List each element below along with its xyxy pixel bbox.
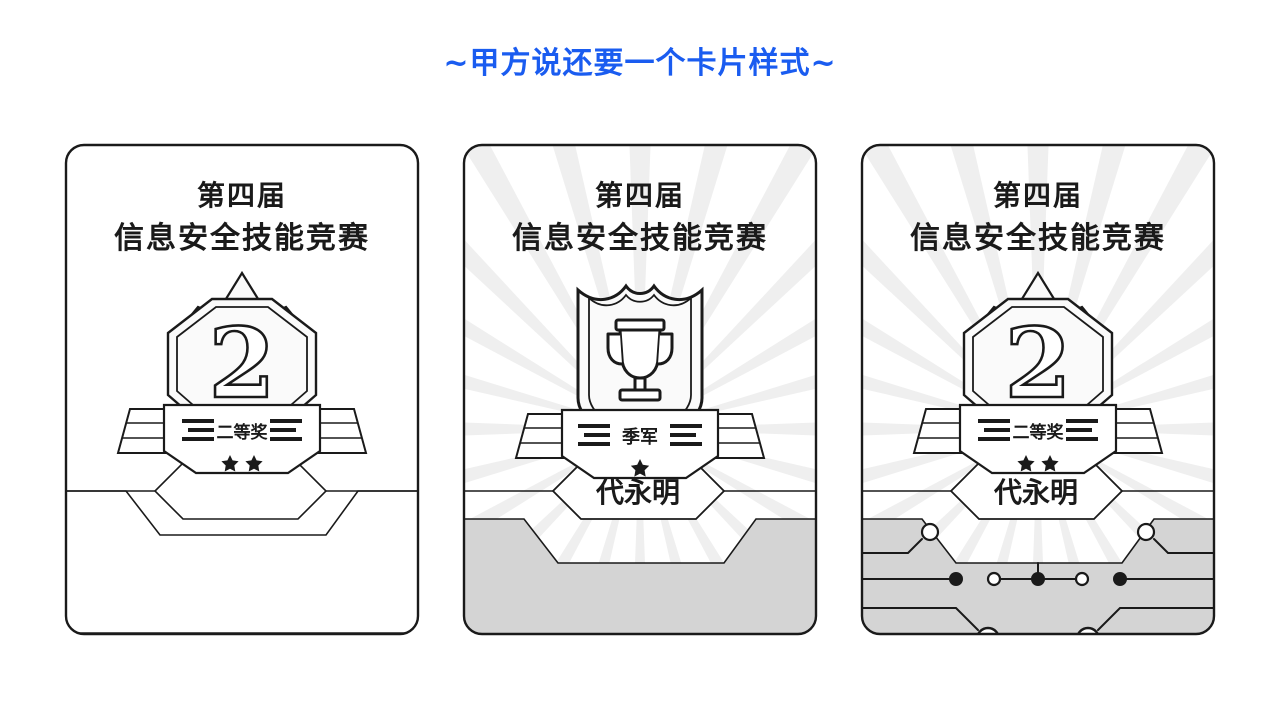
card-heading-line1: 第四届 [993,179,1083,212]
card-border [860,143,1216,636]
ribbon-bars-left [182,419,214,441]
award-badge-shield: 季军 [514,283,766,480]
card-heading-line2: 信息安全技能竞赛 [114,221,370,256]
badge-rank-number: 2 [209,307,276,420]
ribbon-bars-left [978,419,1010,441]
circuit-node-hollow-center-right [1074,571,1090,587]
award-card-outline[interactable]: 第四届 信息安全技能竞赛 2 [64,143,420,636]
ribbon-label: 二等奖 [1013,422,1065,443]
card-heading-line2: 信息安全技能竞赛 [910,221,1166,256]
card-border [64,143,420,636]
card-heading-line1: 第四届 [595,179,685,212]
ribbon-stars [630,459,650,477]
ribbon-bars-right [270,419,302,441]
award-card-circuit[interactable]: 代永明 第四届 信息安全技能竞赛 2 [860,143,1216,636]
award-card-rays[interactable]: 代永明 第四届 信息安全技能竞赛 [462,143,818,636]
ribbon-bars-left [578,424,610,446]
card-heading-line1: 第四届 [197,179,287,212]
circuit-node-solid-right [1113,572,1127,586]
card-heading-line2: 信息安全技能竞赛 [512,221,768,256]
circuit-node-hollow-left [920,522,940,542]
award-badge-octagon: 2 [116,270,368,475]
ribbon-stars [221,455,263,472]
card-bottom-panel [464,518,816,634]
ribbon-bars-right [670,424,702,446]
name-plate-text: 代永明 [595,476,680,509]
ribbon-label: 季军 [622,427,658,448]
name-plate: 代永明 [862,462,1214,520]
trophy-icon [606,318,674,402]
circuit-node-hollow-right [1136,522,1156,542]
card-border [462,143,818,636]
circuit-node-solid-left [949,572,963,586]
ribbon-label: 二等奖 [217,422,269,443]
award-badge-octagon: 2 [912,270,1164,475]
name-plate-text: 代永明 [993,476,1078,509]
page-title: ~甲方说还要一个卡片样式~ [443,46,837,81]
circuit-node-hollow-center-left [986,571,1002,587]
ribbon-stars [1017,455,1059,472]
cards-row: 第四届 信息安全技能竞赛 2 [0,143,1280,638]
ribbon-bars-right [1066,419,1098,441]
name-plate [66,462,418,520]
circuit-node-solid-center [1031,572,1045,586]
badge-rank-number: 2 [1005,307,1072,420]
